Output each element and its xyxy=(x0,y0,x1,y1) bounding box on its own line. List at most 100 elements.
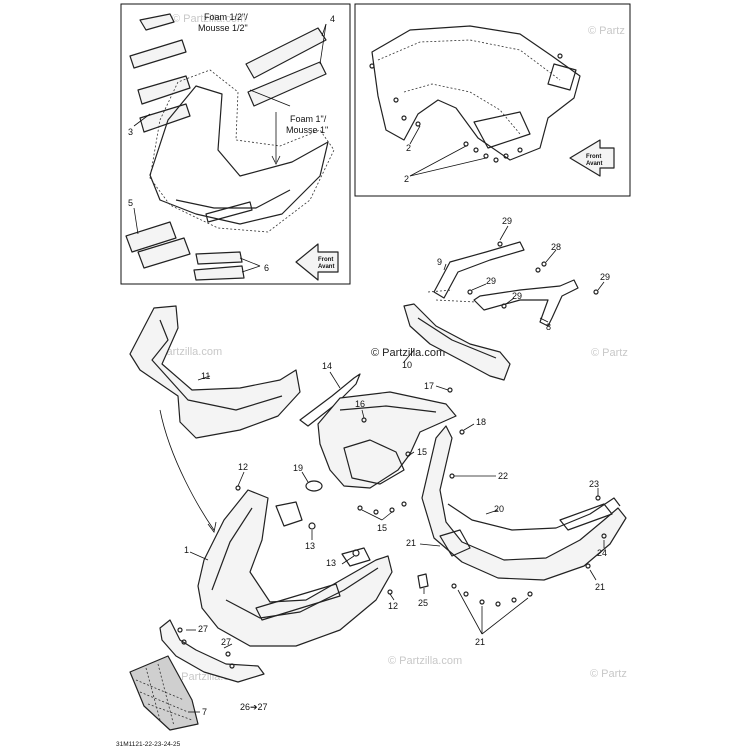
plug-19 xyxy=(305,480,323,492)
callout-19: 19 xyxy=(293,463,303,473)
callout-21b: 21 xyxy=(595,582,605,592)
fairing-inner xyxy=(377,39,561,81)
light-bracket xyxy=(547,63,577,91)
vent-grille xyxy=(205,201,253,223)
callout-11: 11 xyxy=(201,371,210,381)
avant-label: Avant xyxy=(586,161,602,167)
clip-bracket xyxy=(439,529,471,557)
foam-strip xyxy=(139,103,191,133)
inset-front-box xyxy=(354,3,631,197)
callout-23: 23 xyxy=(589,479,599,489)
callout-5: 5 xyxy=(128,198,133,208)
front-label: Front xyxy=(586,154,601,160)
callout-4: 4 xyxy=(330,14,335,24)
foam-strip xyxy=(139,13,175,31)
foam-inset-drawing: Front Avant Foam 1/2"/ Mousse 1/2" Foam … xyxy=(125,12,339,281)
leader xyxy=(409,145,467,177)
callout-27: 27 xyxy=(198,624,208,634)
fastener-25 xyxy=(417,573,429,589)
trim-strip xyxy=(159,619,265,683)
foam-strip xyxy=(195,251,243,265)
callout-3: 3 xyxy=(128,127,133,137)
callout-21: 21 xyxy=(406,538,416,548)
foam-strip xyxy=(193,265,245,281)
callout-21c: 21 xyxy=(475,637,485,647)
fairing-inner xyxy=(403,83,521,135)
arrow-head xyxy=(207,521,217,533)
leader xyxy=(241,265,261,273)
callout-17: 17 xyxy=(424,381,434,391)
foam-strip xyxy=(137,237,191,269)
callout-26-27: 26➔27 xyxy=(240,702,268,712)
fairing-edge xyxy=(175,189,291,209)
part-7-grille: 27 27 7 26➔27 xyxy=(129,619,268,731)
watermark-bottom-right: © Partz xyxy=(590,668,627,680)
callout-10: 10 xyxy=(402,360,412,370)
leader xyxy=(133,113,151,127)
watermark-top-right: © Partz xyxy=(588,25,625,37)
mousse-one-inch-label: Mousse 1" xyxy=(286,125,328,135)
callout-22: 22 xyxy=(498,471,508,481)
leader xyxy=(249,89,291,107)
callout-2: 2 xyxy=(406,143,411,153)
front-label: Front xyxy=(318,257,333,263)
mesh-grille xyxy=(129,655,199,731)
front-arrow-inset2: Front Avant xyxy=(569,139,615,177)
part-1-front-fairing: 1 12 13 13 12 xyxy=(184,462,398,647)
callout-16: 16 xyxy=(355,399,365,409)
foam-strip xyxy=(247,61,327,107)
watermark-mid-right: © Partz xyxy=(591,347,628,359)
foam-strip xyxy=(129,39,187,69)
fairing-foam-front xyxy=(149,85,329,225)
callout-29: 29 xyxy=(502,216,512,226)
callout-20: 20 xyxy=(494,504,504,514)
callout-1: 1 xyxy=(184,545,189,555)
callout-7: 7 xyxy=(202,707,207,717)
watermark-bottom-center: © Partzilla.com xyxy=(388,655,462,667)
foam-strip xyxy=(137,75,191,105)
foam-strip xyxy=(125,221,177,253)
callout-25: 25 xyxy=(418,598,428,608)
assembly-arrow xyxy=(159,409,215,531)
rod-9 xyxy=(433,241,525,299)
rod-14 xyxy=(299,373,361,427)
callout-15b: 15 xyxy=(377,523,387,533)
callout-27b: 27 xyxy=(221,637,231,647)
callout-9: 9 xyxy=(437,257,442,267)
callout-29d: 29 xyxy=(600,272,610,282)
leader xyxy=(133,207,139,235)
callout-12b: 12 xyxy=(388,601,398,611)
callout-13: 13 xyxy=(305,541,315,551)
callout-29b: 29 xyxy=(486,276,496,286)
mount-bracket xyxy=(275,501,303,527)
foam-one-inch-label: Foam 1"/ xyxy=(290,114,327,124)
inset-foam-box xyxy=(120,3,351,285)
mousse-half-inch-label: Mousse 1/2" xyxy=(198,23,248,33)
watermark-top-left: © Partzilla.com xyxy=(172,13,246,25)
callout-6: 6 xyxy=(264,263,269,273)
callout-15: 15 xyxy=(417,447,427,457)
part-20-lower-panel: 22 20 23 24 21 21 25 21 xyxy=(406,425,627,647)
callout-18: 18 xyxy=(476,417,486,427)
lower-panel xyxy=(473,111,531,149)
callout-29c: 29 xyxy=(512,291,522,301)
leader xyxy=(409,157,487,177)
arrow-head xyxy=(271,155,281,165)
part-14-center-bracket: 14 16 17 18 19 15 15 xyxy=(293,361,486,533)
front-inset-drawing: Front Avant 2 2 xyxy=(369,25,615,184)
callout-28: 28 xyxy=(551,242,561,252)
foam-strip xyxy=(245,27,327,79)
callout-2b: 2 xyxy=(404,174,409,184)
leader xyxy=(409,125,421,145)
leader xyxy=(239,257,261,267)
callout-24: 24 xyxy=(597,548,607,558)
screw-set xyxy=(369,53,563,163)
part-10-headlight-support: 29 28 29 29 29 9 8 10 xyxy=(402,216,610,381)
fairing-top xyxy=(371,25,581,161)
foam-half-inch-label: Foam 1/2"/ xyxy=(204,12,248,22)
avant-label: Avant xyxy=(318,264,334,270)
leader xyxy=(319,23,327,65)
part-11-upper-panel: 11 xyxy=(129,305,301,439)
